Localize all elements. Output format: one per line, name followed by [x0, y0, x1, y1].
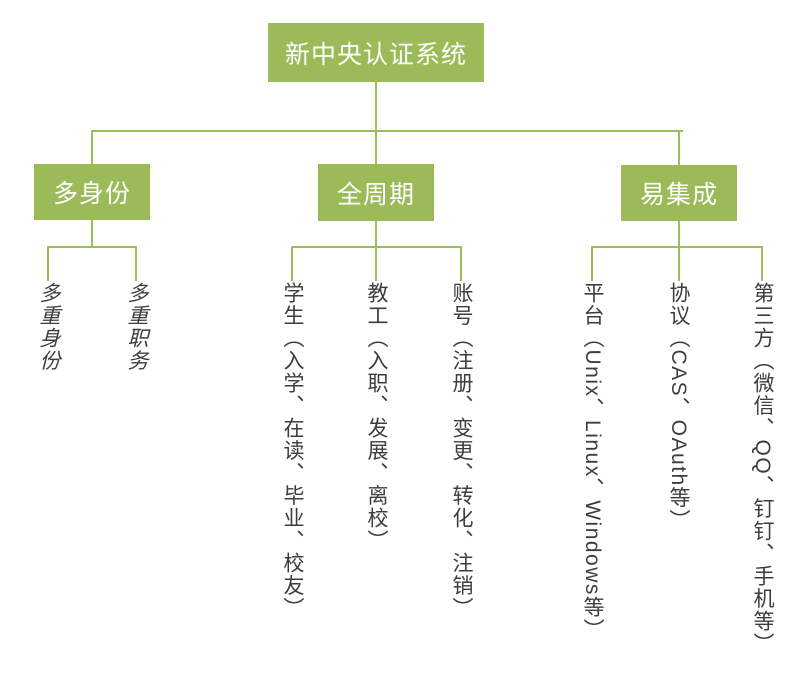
leaf-protocols: 协议（CAS、OAuth等）	[667, 282, 690, 532]
connector-middle-drop-1	[291, 248, 293, 281]
branch-node-easy-integration: 易集成	[621, 165, 737, 221]
connector-left-drop-1	[47, 248, 49, 281]
connector-drop-middle	[375, 132, 377, 164]
connector-right-drop-3	[761, 248, 763, 281]
connector-drop-left	[91, 132, 93, 164]
leaf-account-lifecycle: 账号（注册、变更、转化、注销）	[450, 282, 473, 620]
leaf-student-lifecycle: 学生（入学、在读、毕业、校友）	[281, 282, 304, 620]
branch-node-full-lifecycle: 全周期	[318, 164, 434, 221]
connector-right-horizontal	[591, 246, 763, 248]
leaf-third-party: 第三方（微信、QQ、钉钉、手机等）	[751, 282, 774, 656]
connector-left-drop-2	[135, 248, 137, 281]
connector-right-stub	[678, 221, 680, 247]
connector-middle-stub	[375, 221, 377, 247]
leaf-platforms: 平台（Unix、Linux、Windows等）	[581, 282, 604, 641]
leaf-multi-roles: 多重职务	[125, 282, 148, 372]
connector-left-horizontal	[47, 246, 137, 248]
leaf-multi-identity: 多重身份	[37, 282, 60, 372]
connector-left-stub	[91, 220, 93, 247]
connector-middle-drop-3	[460, 248, 462, 281]
connector-middle-horizontal	[291, 246, 462, 248]
leaf-staff-lifecycle: 教工（入职、发展、离校）	[365, 282, 388, 552]
connector-drop-right	[678, 132, 680, 165]
connector-main-horizontal	[91, 130, 683, 132]
connector-middle-drop-2	[375, 248, 377, 281]
branch-node-multi-identity: 多身份	[34, 164, 150, 220]
connector-root-stub	[375, 82, 377, 131]
root-node: 新中央认证系统	[268, 23, 484, 82]
connector-right-drop-1	[591, 248, 593, 281]
connector-right-drop-2	[678, 248, 680, 281]
